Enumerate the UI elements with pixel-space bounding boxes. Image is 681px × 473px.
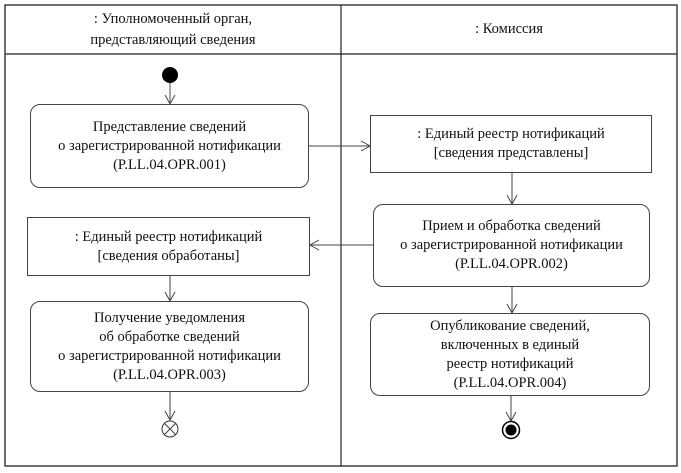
- lane-title-authorized-body: : Уполномоченный орган, представляющий с…: [5, 5, 341, 54]
- node-text: Получение уведомления: [94, 309, 245, 326]
- lane-title-line: : Комиссия: [475, 21, 543, 37]
- object-registry-submitted: : Единый реестр нотификаций [сведения пр…: [370, 115, 652, 173]
- lane-title-commission: : Комиссия: [341, 5, 677, 54]
- node-text: (P.LL.04.OPR.002): [455, 256, 568, 272]
- activity-final-node: [501, 420, 521, 440]
- node-text: (P.LL.04.OPR.004): [453, 374, 567, 391]
- node-text: Опубликование сведений,: [430, 317, 590, 334]
- action-receive-process: Прием и обработка сведений о зарегистрир…: [373, 204, 650, 287]
- action-publish-info: Опубликование сведений, включенных в еди…: [370, 313, 650, 396]
- node-text: о зарегистрированной нотификации: [58, 347, 281, 364]
- node-text: Прием и обработка сведений: [422, 218, 601, 234]
- node-text: [сведения представлены]: [433, 145, 589, 161]
- object-registry-processed: : Единый реестр нотификаций [сведения об…: [27, 217, 310, 276]
- node-text: Представление сведений: [92, 118, 247, 135]
- node-text: включенных в единый: [440, 336, 580, 353]
- node-text: : Единый реестр нотификаций: [417, 126, 605, 142]
- node-text: об обработке сведений: [99, 328, 240, 345]
- node-text: (P.LL.04.OPR.001): [113, 156, 226, 173]
- lane-title-line: : Уполномоченный орган,: [93, 10, 253, 27]
- action-receive-notification: Получение уведомления об обработке сведе…: [30, 301, 309, 392]
- initial-node: [162, 67, 178, 83]
- flow-final-node: [161, 420, 179, 438]
- node-text: о зарегистрированной нотификации: [58, 137, 281, 154]
- lane-title-line: представляющий сведения: [90, 31, 256, 48]
- node-text: о зарегистрированной нотификации: [400, 237, 623, 253]
- node-text: реестр нотификаций: [446, 355, 574, 372]
- node-text: (P.LL.04.OPR.003): [113, 366, 226, 383]
- node-text: : Единый реестр нотификаций: [74, 228, 263, 245]
- action-submit-info: Представление сведений о зарегистрирован…: [30, 104, 309, 188]
- node-text: [сведения обработаны]: [97, 247, 240, 264]
